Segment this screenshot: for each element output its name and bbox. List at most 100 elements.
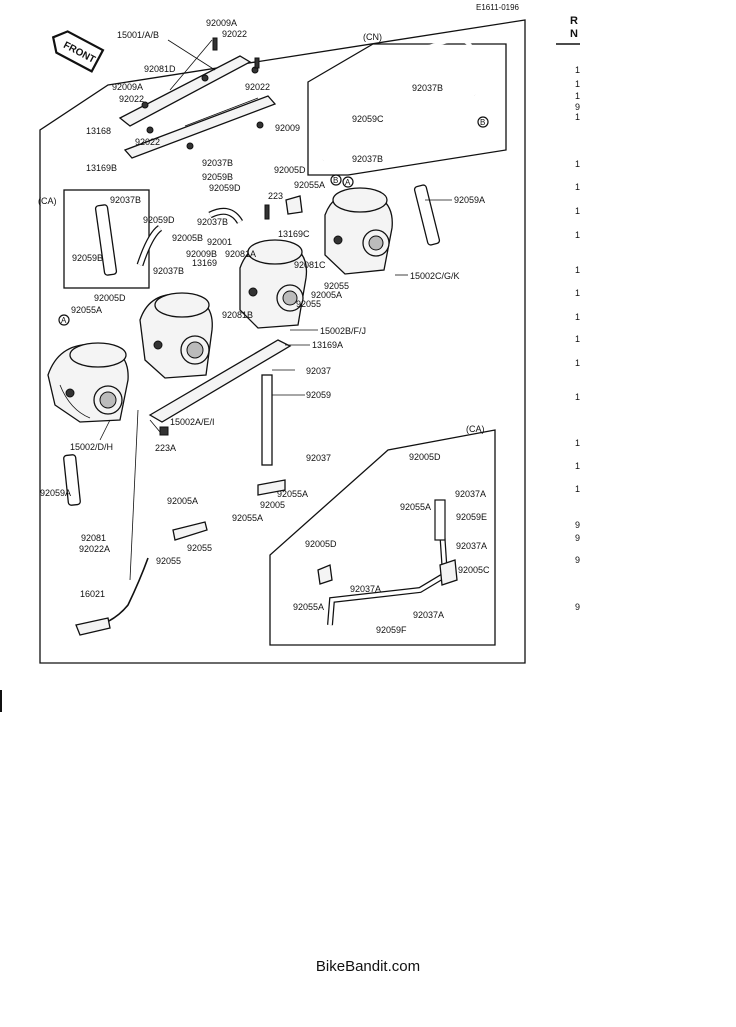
carburetor-3 bbox=[239, 239, 308, 329]
side-ref-item: 1 bbox=[575, 65, 580, 75]
hose-92059a-right bbox=[413, 184, 441, 246]
fitting-92005a bbox=[172, 521, 208, 541]
tee-fitting-92005 bbox=[257, 479, 286, 496]
marker-b-right bbox=[477, 116, 489, 128]
fuel-rail-assembly bbox=[118, 37, 277, 159]
label-92037: 92037 bbox=[306, 366, 331, 376]
label-92037a: 92037A bbox=[455, 489, 486, 499]
label-92055: 92055 bbox=[296, 299, 321, 309]
label-223: 223 bbox=[268, 191, 283, 201]
label-92037b: 92037B bbox=[412, 83, 443, 93]
label-92055: 92055 bbox=[187, 543, 212, 553]
label-92055a: 92055A bbox=[400, 502, 431, 512]
label-92005b: 92005B bbox=[172, 233, 203, 243]
catalog-code: E1611-0196 bbox=[476, 3, 520, 12]
label-223a: 223A bbox=[155, 443, 176, 453]
side-ref-item: 1 bbox=[575, 312, 580, 322]
site-footer-brand: BikeBandit.com bbox=[315, 958, 421, 975]
label-92059d: 92059D bbox=[209, 183, 241, 193]
label-92005a: 92005A bbox=[311, 290, 342, 300]
hose-92059d-left bbox=[137, 226, 162, 266]
fitting-92005d-top bbox=[285, 195, 303, 215]
side-ref-column: 1 1 1 9 1 1 1 1 1 1 1 1 1 1 1 1 1 1 9 9 … bbox=[575, 65, 580, 612]
ca-left-group-label: (CA) bbox=[38, 196, 57, 206]
label-92055a: 92055A bbox=[232, 513, 263, 523]
label-92022: 92022 bbox=[119, 94, 144, 104]
label-92059a: 92059A bbox=[454, 195, 485, 205]
label-92005d: 92005D bbox=[305, 539, 337, 549]
label-92001: 92001 bbox=[207, 237, 232, 247]
ref-no-header-line2: N bbox=[570, 28, 578, 40]
label-92037a: 92037A bbox=[413, 610, 444, 620]
label-92059f: 92059F bbox=[376, 625, 407, 635]
leader-lines bbox=[99, 39, 452, 441]
label-92059b: 92059B bbox=[72, 253, 103, 263]
label-92059a: 92059A bbox=[40, 488, 71, 498]
marker-b-right-label: B bbox=[480, 118, 485, 127]
label-92081a: 92081A bbox=[225, 249, 256, 259]
side-ref-item: 1 bbox=[575, 206, 580, 216]
label-92037b: 92037B bbox=[197, 217, 228, 227]
side-ref-item: 9 bbox=[575, 520, 580, 530]
bolt-223a bbox=[159, 426, 169, 436]
label-13169b: 13169B bbox=[86, 163, 117, 173]
label-13169: 13169 bbox=[192, 258, 217, 268]
ref-no-header-line1: R bbox=[570, 15, 578, 27]
side-ref-item: 1 bbox=[575, 358, 580, 368]
label-92081d: 92081D bbox=[144, 64, 176, 74]
cn-variant-box bbox=[307, 43, 507, 176]
label-92037b: 92037B bbox=[202, 158, 233, 168]
label-92055: 92055 bbox=[156, 556, 181, 566]
label-92055a: 92055A bbox=[71, 305, 102, 315]
label-92059: 92059 bbox=[306, 390, 331, 400]
label-15002a-e-i: 15002A/E/I bbox=[170, 417, 215, 427]
label-92009a: 92009A bbox=[206, 18, 237, 28]
label-92009: 92009 bbox=[275, 123, 300, 133]
label-92037b: 92037B bbox=[110, 195, 141, 205]
label-92022: 92022 bbox=[245, 82, 270, 92]
marker-a-left bbox=[58, 314, 70, 326]
side-ref-item: 1 bbox=[575, 484, 580, 494]
label-92005c: 92005C bbox=[458, 565, 490, 575]
label-13168: 13168 bbox=[86, 126, 111, 136]
label-92022: 92022 bbox=[135, 137, 160, 147]
side-ref-item: 1 bbox=[575, 334, 580, 344]
carburetor-4 bbox=[324, 187, 393, 275]
hose-92059d-center bbox=[208, 209, 242, 224]
label-92022: 92022 bbox=[222, 29, 247, 39]
label-92022a: 92022A bbox=[79, 544, 110, 554]
marker-a-top-label: A bbox=[345, 178, 351, 187]
label-92059e: 92059E bbox=[456, 512, 487, 522]
screw-223 bbox=[264, 204, 270, 220]
label-92005d: 92005D bbox=[94, 293, 126, 303]
side-ref-item: 1 bbox=[575, 112, 580, 122]
label-16021: 16021 bbox=[80, 589, 105, 599]
marker-a-top bbox=[342, 176, 354, 188]
label-92059d: 92059D bbox=[143, 215, 175, 225]
part-labels: 15001/A/B 92009A 92022 92081D 92009A 920… bbox=[40, 18, 490, 635]
label-92009a: 92009A bbox=[112, 82, 143, 92]
label-92009b: 92009B bbox=[186, 249, 217, 259]
label-92037: 92037 bbox=[306, 453, 331, 463]
carburetor-2 bbox=[139, 292, 213, 379]
label-92081c: 92081C bbox=[294, 260, 326, 270]
side-ref-item: 1 bbox=[575, 288, 580, 298]
side-ref-item: 1 bbox=[575, 461, 580, 471]
label-92005a: 92005A bbox=[167, 496, 198, 506]
side-ref-item: 1 bbox=[575, 265, 580, 275]
page-edge-mark bbox=[0, 690, 2, 712]
ca-right-variant-box bbox=[269, 429, 496, 646]
side-ref-item: 9 bbox=[575, 555, 580, 565]
cable-bracket bbox=[75, 617, 111, 636]
side-ref-item: 1 bbox=[575, 230, 580, 240]
label-15002b-f-j: 15002B/F/J bbox=[320, 326, 366, 336]
ca-right-group-label: (CA) bbox=[466, 424, 485, 434]
side-ref-item: 9 bbox=[575, 533, 580, 543]
label-92037b: 92037B bbox=[352, 154, 383, 164]
label-92055a: 92055A bbox=[293, 602, 324, 612]
cn-group-label: (CN) bbox=[363, 32, 382, 42]
label-13169c: 13169C bbox=[278, 229, 310, 239]
side-ref-item: 9 bbox=[575, 102, 580, 112]
side-ref-item: 1 bbox=[575, 438, 580, 448]
